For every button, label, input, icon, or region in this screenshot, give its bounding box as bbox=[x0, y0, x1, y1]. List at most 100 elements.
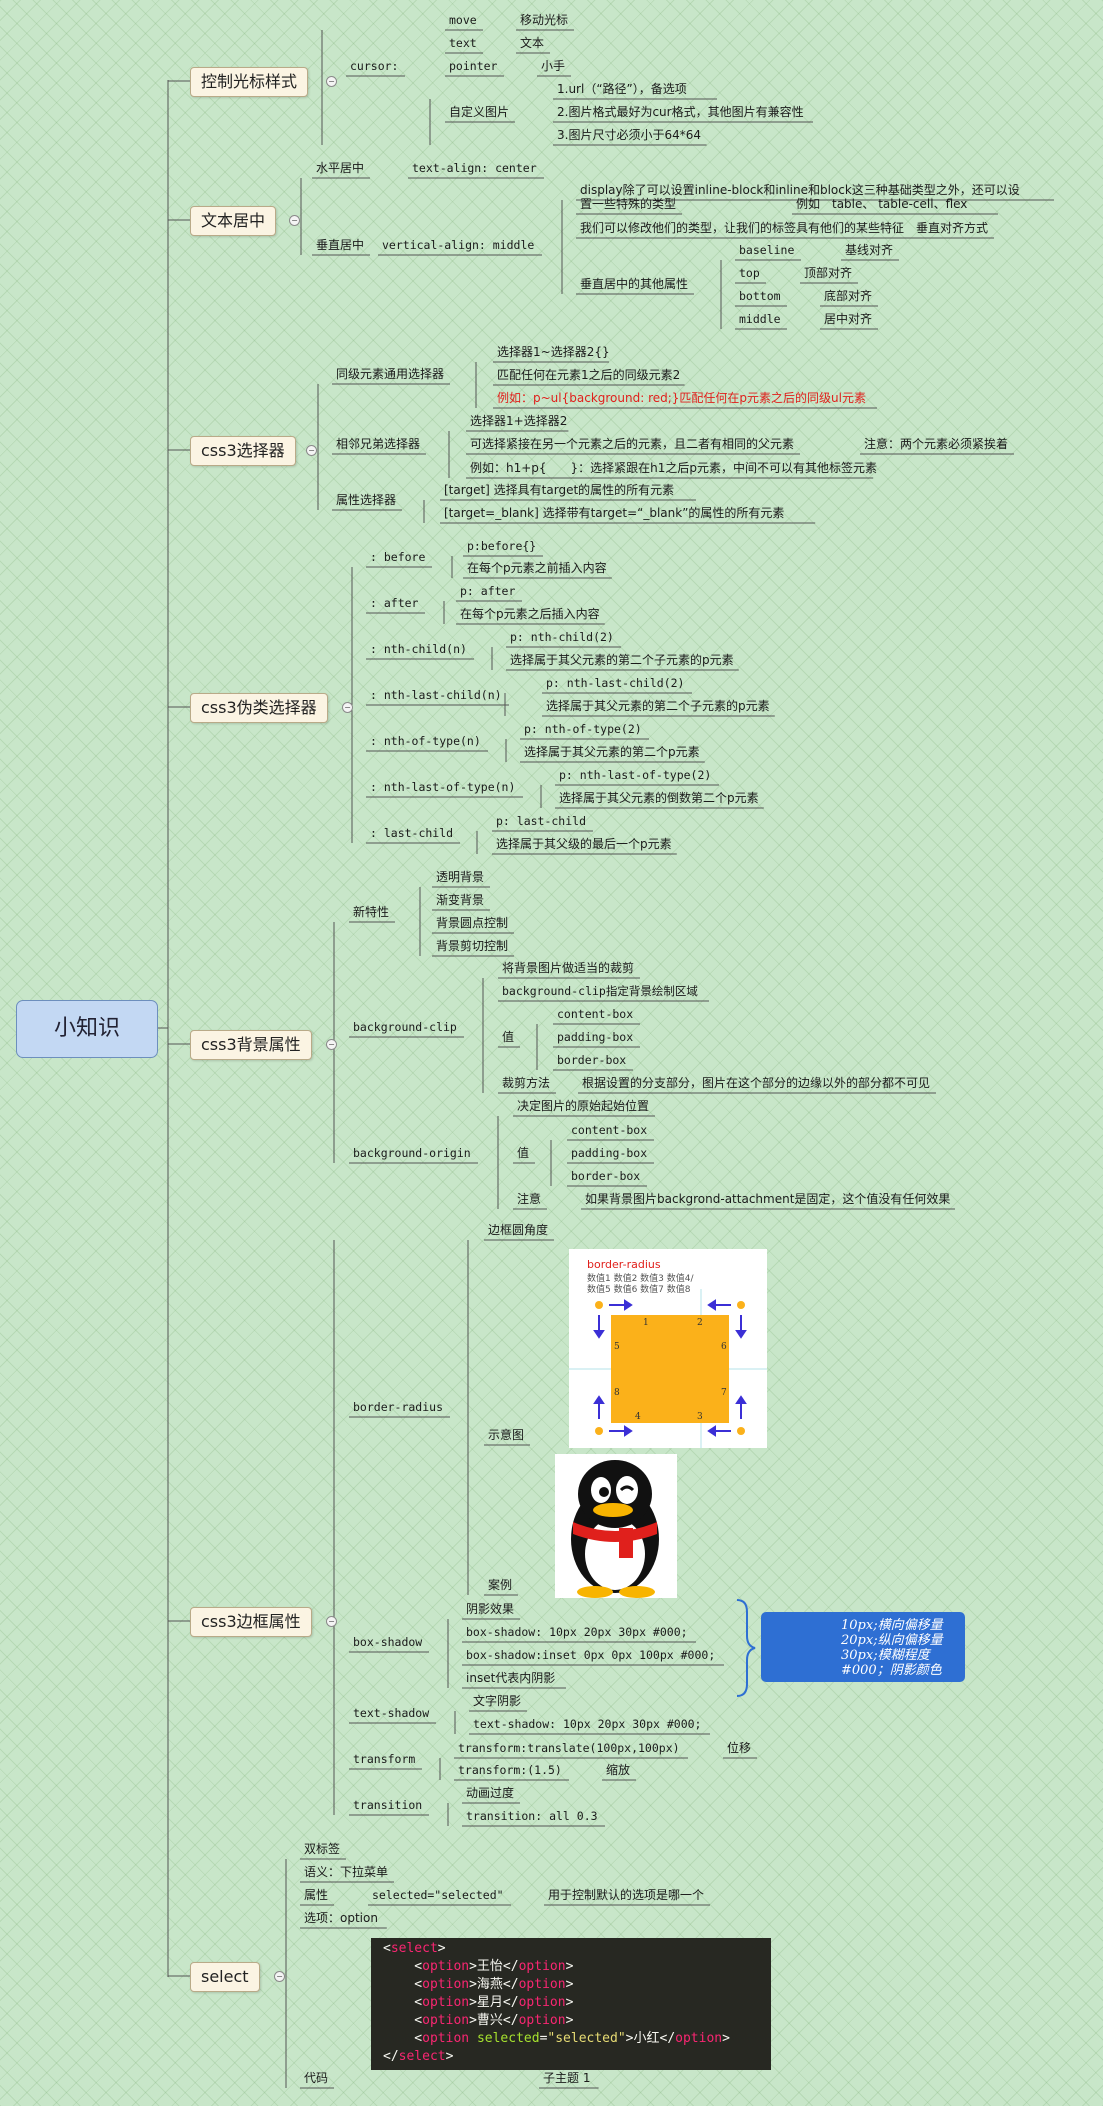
topic-select-4[interactable]: 用于控制默认的选项是哪一个 bbox=[548, 1888, 705, 1902]
topic-cursor-10[interactable]: 3.图片尺寸必须小于64*64 bbox=[557, 128, 701, 142]
topic-css3-border-9[interactable]: text-shadow bbox=[353, 1706, 430, 1720]
topic-text-center-4[interactable]: display除了可以设置inline-block和inline和block这三… bbox=[580, 183, 1020, 197]
topic-css3-bg-8[interactable]: 值 bbox=[502, 1030, 515, 1044]
topic-css3-bg-5[interactable]: background-clip bbox=[353, 1020, 457, 1034]
topic-css3-selector-3[interactable]: 例如：p~ul{background: red;}匹配任何在p元素之后的同级ul… bbox=[497, 391, 866, 405]
branch-cursor[interactable]: 控制光标样式 bbox=[190, 67, 309, 97]
topic-css3-bg-0[interactable]: 新特性 bbox=[353, 905, 390, 919]
topic-select-6[interactable]: 代码 bbox=[304, 2071, 329, 2085]
topic-text-center-1[interactable]: text-align: center bbox=[412, 161, 537, 175]
topic-select-0[interactable]: 双标签 bbox=[304, 1842, 341, 1856]
topic-css3-pseudo-14[interactable]: 选择属于其父元素的第二个p元素 bbox=[524, 745, 700, 759]
topic-css3-pseudo-4[interactable]: p: after bbox=[460, 584, 516, 598]
topic-text-center-13[interactable]: bottom bbox=[739, 289, 781, 303]
topic-css3-selector-2[interactable]: 匹配任何在元素1之后的同级元素2 bbox=[497, 368, 681, 382]
topic-css3-pseudo-17[interactable]: 选择属于其父元素的倒数第二个p元素 bbox=[559, 791, 759, 805]
topic-css3-border-18[interactable]: 动画过度 bbox=[466, 1786, 515, 1800]
topic-css3-bg-3[interactable]: 背景圆点控制 bbox=[436, 916, 509, 930]
topic-css3-bg-4[interactable]: 背景剪切控制 bbox=[436, 939, 509, 953]
topic-css3-bg-16[interactable]: 值 bbox=[517, 1146, 530, 1160]
topic-cursor-3[interactable]: text bbox=[449, 36, 477, 50]
topic-css3-pseudo-3[interactable]: : after bbox=[370, 596, 419, 610]
topic-select-1[interactable]: 语义：下拉菜单 bbox=[304, 1865, 389, 1879]
topic-cursor-2[interactable]: 移动光标 bbox=[520, 13, 569, 27]
topic-css3-border-2[interactable]: 示意图 bbox=[488, 1428, 525, 1442]
topic-text-center-10[interactable]: 基线对齐 bbox=[845, 243, 894, 257]
topic-select-5[interactable]: 选项：option bbox=[304, 1911, 378, 1925]
topic-css3-border-13[interactable]: transform:translate(100px,100px) bbox=[458, 1741, 680, 1755]
topic-css3-bg-1[interactable]: 透明背景 bbox=[436, 870, 485, 884]
topic-cursor-1[interactable]: move bbox=[449, 13, 477, 27]
branch-css3-pseudo[interactable]: css3伪类选择器 bbox=[190, 693, 328, 723]
topic-css3-bg-14[interactable]: background-origin bbox=[353, 1146, 471, 1160]
topic-css3-bg-11[interactable]: border-box bbox=[557, 1053, 627, 1067]
topic-css3-bg-17[interactable]: content-box bbox=[571, 1123, 648, 1137]
topic-text-center-0[interactable]: 水平居中 bbox=[316, 161, 365, 175]
topic-css3-pseudo-16[interactable]: p: nth-last-of-type(2) bbox=[559, 768, 712, 782]
topic-css3-selector-1[interactable]: 选择器1~选择器2{} bbox=[497, 345, 610, 359]
branch-select[interactable]: select bbox=[190, 1962, 260, 1992]
topic-text-center-9[interactable]: baseline bbox=[739, 243, 795, 257]
topic-text-center-5[interactable]: 置一些特殊的类型 bbox=[580, 197, 677, 211]
topic-css3-pseudo-1[interactable]: p:before{} bbox=[467, 539, 537, 553]
topic-css3-pseudo-6[interactable]: : nth-child(n) bbox=[370, 642, 467, 656]
topic-css3-pseudo-20[interactable]: 选择属于其父级的最后一个p元素 bbox=[496, 837, 672, 851]
topic-css3-bg-10[interactable]: padding-box bbox=[557, 1030, 634, 1044]
collapse-toggle-icon[interactable]: − bbox=[326, 1039, 337, 1050]
topic-css3-pseudo-0[interactable]: : before bbox=[370, 550, 426, 564]
collapse-toggle-icon[interactable]: − bbox=[326, 1616, 337, 1627]
topic-css3-pseudo-2[interactable]: 在每个p元素之前插入内容 bbox=[467, 561, 607, 575]
topic-css3-pseudo-12[interactable]: : nth-of-type(n) bbox=[370, 734, 481, 748]
topic-css3-bg-18[interactable]: padding-box bbox=[571, 1146, 648, 1160]
topic-css3-selector-10[interactable]: [target] 选择具有target的属性的所有元素 bbox=[444, 483, 675, 497]
collapse-toggle-icon[interactable]: − bbox=[274, 1971, 285, 1982]
topic-text-center-8[interactable]: 垂直居中的其他属性 bbox=[580, 277, 689, 291]
topic-css3-bg-6[interactable]: 将背景图片做适当的裁剪 bbox=[502, 961, 635, 975]
branch-css3-selector[interactable]: css3选择器 bbox=[190, 436, 296, 466]
topic-css3-pseudo-10[interactable]: p: nth-last-child(2) bbox=[546, 676, 685, 690]
topic-cursor-8[interactable]: 1.url（“路径”），备选项 bbox=[557, 82, 687, 96]
branch-css3-bg[interactable]: css3背景属性 bbox=[190, 1030, 312, 1060]
branch-css3-border[interactable]: css3边框属性 bbox=[190, 1607, 312, 1637]
topic-cursor-9[interactable]: 2.图片格式最好为cur格式，其他图片有兼容性 bbox=[557, 105, 804, 119]
topic-css3-selector-5[interactable]: 选择器1+选择器2 bbox=[470, 414, 568, 428]
topic-text-center-12[interactable]: 顶部对齐 bbox=[804, 266, 853, 280]
topic-cursor-6[interactable]: 小手 bbox=[541, 59, 566, 73]
topic-css3-selector-0[interactable]: 同级元素通用选择器 bbox=[336, 367, 445, 381]
topic-css3-bg-7[interactable]: background-clip指定背景绘制区域 bbox=[502, 984, 698, 998]
topic-cursor-5[interactable]: pointer bbox=[449, 59, 498, 73]
topic-css3-pseudo-19[interactable]: p: last-child bbox=[496, 814, 587, 828]
topic-css3-border-8[interactable]: inset代表内阴影 bbox=[466, 1671, 556, 1685]
topic-css3-border-7[interactable]: box-shadow:inset 0px 0px 100px #000; bbox=[466, 1648, 716, 1662]
topic-css3-pseudo-7[interactable]: p: nth-child(2) bbox=[510, 630, 614, 644]
topic-text-center-2[interactable]: 垂直居中 bbox=[316, 238, 365, 252]
topic-cursor-0[interactable]: cursor: bbox=[350, 59, 399, 73]
topic-css3-pseudo-8[interactable]: 选择属于其父元素的第二个子元素的p元素 bbox=[510, 653, 734, 667]
topic-css3-selector-7[interactable]: 注意：两个元素必须紧挨着 bbox=[864, 437, 1009, 451]
collapse-toggle-icon[interactable]: − bbox=[289, 215, 300, 226]
topic-css3-bg-13[interactable]: 根据设置的分支部分，图片在这个部分的边缘以外的部分都不可见 bbox=[582, 1076, 931, 1090]
topic-css3-border-17[interactable]: transition bbox=[353, 1798, 423, 1812]
topic-css3-border-16[interactable]: 缩放 bbox=[606, 1763, 631, 1777]
topic-css3-border-10[interactable]: 文字阴影 bbox=[473, 1694, 522, 1708]
topic-css3-border-11[interactable]: text-shadow: 10px 20px 30px #000; bbox=[473, 1717, 702, 1731]
root-topic[interactable]: 小知识 bbox=[16, 1000, 158, 1058]
topic-text-center-15[interactable]: middle bbox=[739, 312, 781, 326]
topic-cursor-4[interactable]: 文本 bbox=[520, 36, 545, 50]
topic-text-center-11[interactable]: top bbox=[739, 266, 760, 280]
topic-css3-pseudo-11[interactable]: 选择属于其父元素的第二个子元素的p元素 bbox=[546, 699, 770, 713]
topic-text-center-7[interactable]: 我们可以修改他们的类型，让我们的标签具有他们的某些特征 垂直对齐方式 bbox=[580, 221, 989, 235]
collapse-toggle-icon[interactable]: − bbox=[326, 76, 337, 87]
topic-css3-bg-20[interactable]: 注意 bbox=[517, 1192, 542, 1206]
topic-css3-border-5[interactable]: 阴影效果 bbox=[466, 1602, 515, 1616]
topic-css3-bg-15[interactable]: 决定图片的原始起始位置 bbox=[517, 1099, 650, 1113]
topic-css3-selector-11[interactable]: [target=_blank] 选择带有target=“_blank”的属性的所… bbox=[444, 506, 785, 520]
topic-css3-border-6[interactable]: box-shadow: 10px 20px 30px #000; bbox=[466, 1625, 688, 1639]
topic-css3-border-19[interactable]: transition: all 0.3 bbox=[466, 1809, 598, 1823]
topic-css3-border-0[interactable]: border-radius bbox=[353, 1400, 444, 1414]
box-shadow-callout[interactable]: 10px;横向偏移量 20px;纵向偏移量 30px;模糊程度 #000；阴影颜… bbox=[761, 1612, 965, 1682]
topic-css3-border-3[interactable]: 案例 bbox=[488, 1578, 513, 1592]
topic-css3-bg-12[interactable]: 裁剪方法 bbox=[502, 1076, 551, 1090]
topic-text-center-14[interactable]: 底部对齐 bbox=[824, 289, 873, 303]
topic-css3-bg-21[interactable]: 如果背景图片backgrond-attachment是固定，这个值没有任何效果 bbox=[585, 1192, 951, 1206]
